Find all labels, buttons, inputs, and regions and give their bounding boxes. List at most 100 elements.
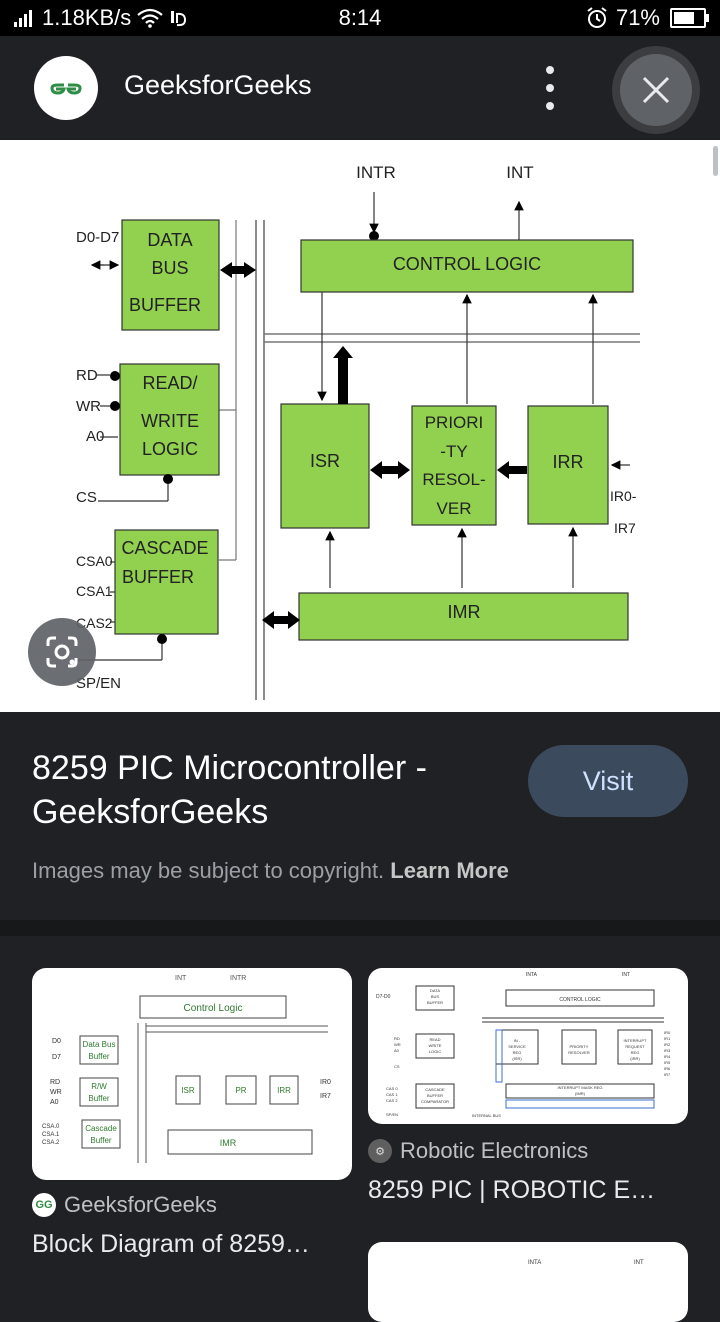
thumb2-cb-1: CASCADE [425,1087,445,1092]
thumb2-dbb-3: BUFFER [427,1000,443,1005]
data-saver-icon [171,11,187,27]
data-bus-label-3: BUFFER [129,295,201,315]
pr-label-4: VER [437,499,472,518]
robotic-electronics-favicon-icon: ⚙ [368,1139,392,1163]
thumb1-ir7: IR7 [320,1093,331,1100]
copyright-notice: Images may be subject to copyright. Lear… [32,858,509,884]
thumb1-dbb-2: Buffer [88,1052,110,1061]
thumb2-cas1: CAS 1 [386,1092,398,1097]
thumb1-dbb-1: Data Bus [83,1040,116,1049]
related-card-2[interactable]: INTA INT CONTROL LOGIC DATA BUS BUFFER D… [368,968,688,1124]
thumb2-rd: RD [394,1036,400,1041]
close-icon [642,76,670,104]
thumb1-d7: D7 [52,1054,61,1061]
visit-button[interactable]: Visit [528,745,688,817]
thumb2-dbb-2: BUS [431,994,440,999]
thumb1-rd: RD [50,1079,60,1086]
copyright-text: Images may be subject to copyright. [32,858,385,883]
thumb2-cb-2: BUFFER [427,1093,443,1098]
learn-more-link[interactable]: Learn More [390,858,509,883]
wr-label: WR [76,398,101,415]
thumb2-ir-label: IR0 [664,1030,671,1035]
alarm-icon [587,7,607,28]
status-right: 71% [586,5,709,31]
thumb2-isr-4: (ISR) [512,1056,522,1061]
thumb2-ir-label: IR1 [664,1036,671,1041]
thumb2-ir-label: IR4 [664,1054,671,1059]
thumb3-int: INT [634,1260,644,1266]
thumb2-a0: A0 [394,1048,400,1053]
wifi-icon [137,8,163,28]
thumb2-pr-2: RESOLVER [568,1050,590,1055]
related-title-1[interactable]: Block Diagram of 8259… [32,1230,310,1258]
status-bar: 1.18KB/s 8:14 71% [0,0,720,36]
scrollbar-thumb[interactable] [713,146,718,176]
thumb2-rw-2: WRITE [429,1043,442,1048]
thumb1-pr: PR [235,1086,246,1095]
thumb2-cas0: CAS 0 [386,1086,398,1091]
related-source-2-name: Robotic Electronics [400,1138,589,1163]
data-bus-label-1: DATA [147,230,192,250]
thumb2-imr: INTERRUPT MASK REG [557,1085,602,1090]
close-button[interactable] [620,54,692,126]
related-card-1[interactable]: INT INTR Control Logic Data Bus Buffer D… [32,968,352,1180]
related-title-2[interactable]: 8259 PIC | ROBOTIC E… [368,1176,656,1204]
related-source-2: ⚙ Robotic Electronics [368,1138,588,1164]
gfg-logo-icon [50,83,82,95]
thumb2-spen: SP/EN [386,1112,398,1117]
thumb2-wr: WR [394,1042,401,1047]
preview-image[interactable]: INTR INT DATA BUS BUFFER D0-D7 CONTROL L… [0,140,720,712]
thumb2-irr-2: REQUEST [625,1044,645,1049]
status-time: 8:14 [338,5,382,30]
csa0-label: CSA0 [76,553,113,569]
thumb1-d0: D0 [52,1038,61,1045]
thumb1-cs2: CSA.2 [42,1140,60,1146]
block-diagram: INTR INT DATA BUS BUFFER D0-D7 CONTROL L… [76,163,640,700]
thumb1-cb-2: Buffer [90,1136,112,1145]
sp-en-label: SP/EN [76,675,121,692]
signal-icon [14,10,32,27]
control-logic-label: CONTROL LOGIC [393,254,541,274]
thumb2-isr-3: REG [513,1050,522,1055]
pr-label-3: RESOL- [422,470,485,489]
kebab-menu-icon[interactable] [538,66,562,110]
cascade-label-1: CASCADE [121,538,208,558]
lens-search-button[interactable] [28,618,96,686]
site-logo[interactable] [34,56,98,120]
thumb2-irr-1: INTERRUPT [624,1038,647,1043]
thumb2-imr2: (IMR) [575,1091,586,1096]
thumb1-control: Control Logic [184,1003,243,1014]
thumb1-cb-1: Cascade [85,1124,117,1133]
thumb1-rw-1: R/W [91,1082,107,1091]
thumb1-int: INT [175,975,187,982]
thumb2-rw-1: READ [429,1037,440,1042]
result-title[interactable]: 8259 PIC Microcontroller - GeeksforGeeks [32,749,427,831]
thumb2-isr-1: IN - [514,1038,521,1043]
thumb2-cas2: CAS 2 [386,1098,398,1103]
thumb2-irr-4: (IRR) [630,1056,640,1061]
battery-percent: 71% [615,5,660,30]
thumb1-isr: ISR [181,1086,195,1095]
thumb2-cs: CS [394,1064,400,1069]
battery-icon [670,8,709,28]
thumb2-ib: INTERNAL BUS [472,1113,501,1118]
net-speed: 1.18KB/s [42,5,132,30]
related-thumb-2: INTA INT CONTROL LOGIC DATA BUS BUFFER D… [376,972,671,1118]
related-results: INT INTR Control Logic Data Bus Buffer D… [0,936,720,1322]
thumb2-control: CONTROL LOGIC [559,997,601,1003]
thumb2-ir-label: IR6 [664,1066,671,1071]
csa1-label: CSA1 [76,583,113,599]
ir7-label: IR7 [614,520,636,536]
related-card-3[interactable]: INTA INT [368,1242,688,1322]
result-info: 8259 PIC Microcontroller - GeeksforGeeks… [0,712,720,920]
a0-label: A0 [86,428,104,445]
thumb1-cs0: CSA.0 [42,1124,60,1130]
thumb2-irr-3: REG [631,1050,640,1055]
thumb2-d: D7-D0 [376,994,391,1000]
thumb1-intr: INTR [230,975,246,982]
thumb2-ir-label: IR2 [664,1042,671,1047]
thumb1-wr: WR [50,1089,62,1096]
ir0-label: IR0- [610,488,637,504]
isr-label: ISR [310,451,340,471]
